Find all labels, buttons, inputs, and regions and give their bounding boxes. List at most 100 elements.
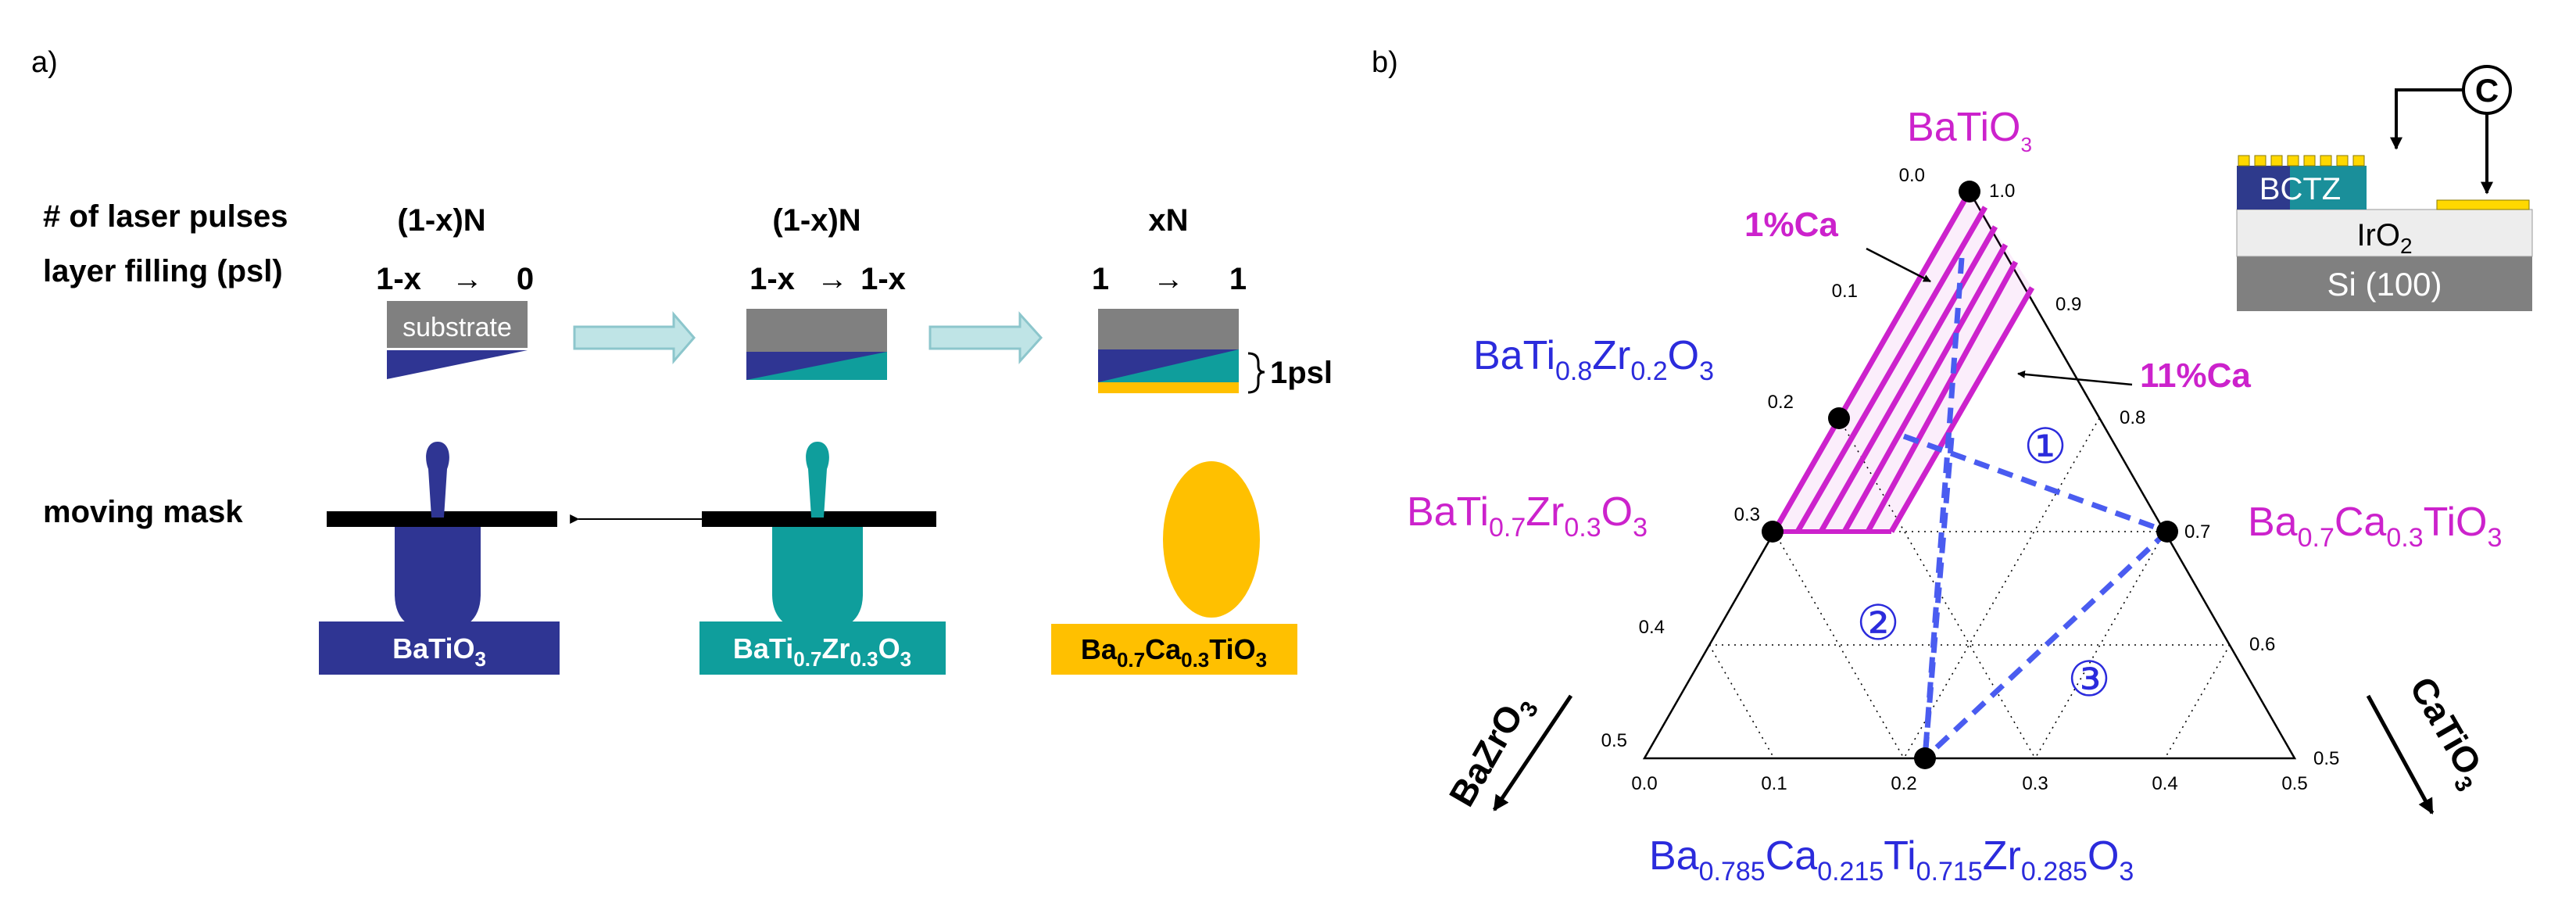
bottom-axis-ticks: 0.0 0.1 0.2 0.3 0.4 0.5: [1631, 773, 2307, 794]
left-axis-ticks: 0.0 0.1 0.2 0.3 0.4 0.5: [1601, 165, 1925, 751]
electrode: [2352, 155, 2365, 167]
pointer-1pct-ca: [1866, 247, 1931, 283]
electrode: [2238, 155, 2250, 167]
panel-a: a) # of laser pulses layer filling (psl)…: [31, 46, 1333, 675]
process-arrow-1: [573, 310, 696, 365]
target-batio3: [319, 621, 560, 675]
tick-right-4: 0.6: [2249, 634, 2275, 655]
target-batio3-label: BaTiO3: [392, 632, 486, 671]
electrode: [2336, 155, 2349, 167]
tick-right-3: 0.7: [2184, 521, 2210, 543]
teal-wedge-2: [746, 352, 887, 380]
tick-left-2: 0.2: [1768, 392, 1794, 413]
pointer-11pct-ca: [2017, 370, 2133, 386]
label-btz03: BaTi0.7Zr0.3O3: [1407, 489, 1648, 543]
region-label-2: ②: [1856, 596, 1900, 650]
tick-left-3: 0.3: [1734, 504, 1760, 525]
step-3: xN 1 → 1 1psl: [1092, 203, 1333, 394]
panel-b-label: b): [1372, 46, 1398, 79]
layer-filling-row-label: layer filling (psl): [43, 254, 283, 288]
point-batio3: [1959, 181, 1980, 202]
tick-left-0: 0.0: [1899, 165, 1925, 186]
step-1: (1-x)N 1-x → 0 substrate: [376, 203, 534, 379]
point-bczt: [1914, 747, 1936, 769]
step-3-arrow: →: [1153, 262, 1184, 296]
hatch-line: [1865, 260, 2019, 533]
point-bct: [2156, 521, 2178, 543]
laser-pulses-row-label: # of laser pulses: [43, 199, 288, 234]
step-1-arrow: →: [452, 262, 483, 296]
process-arrow-2: [928, 311, 1043, 364]
target-bacatio3-label: Ba0.7Ca0.3TiO3: [1081, 633, 1267, 672]
mask-bar-1: [327, 511, 557, 527]
electrode: [2287, 155, 2299, 167]
capacitance-meter-label: C: [2475, 72, 2499, 109]
tick-bottom-0: 0.0: [1631, 773, 1657, 794]
si-layer: [2237, 256, 2532, 311]
tick-left-1: 0.1: [1832, 281, 1858, 302]
plume-neck-1: [426, 442, 449, 518]
top-electrodes: [2238, 155, 2365, 167]
tick-bottom-3: 0.3: [2022, 773, 2048, 794]
axis-label-bazro3: BaZrO3: [1441, 686, 1544, 817]
grid-line: [1708, 644, 1775, 759]
target-bacatio3: [1051, 624, 1297, 675]
tick-left-5: 0.5: [1601, 730, 1627, 751]
point-btz03: [1762, 521, 1784, 543]
plume-neck-2: [806, 442, 829, 518]
hatch-line: [1794, 206, 1988, 533]
tick-bottom-4: 0.4: [2152, 773, 2177, 794]
dashed-line-left: [1922, 437, 1955, 759]
label-bczt: Ba0.785Ca0.215Ti0.715Zr0.285O3: [1649, 833, 2134, 887]
label-btz02: BaTi0.8Zr0.2O3: [1473, 333, 1714, 386]
dashed-line-vertical: [1922, 257, 1965, 759]
step-1-fill-to: 0: [517, 262, 534, 296]
step-1-pulses: (1-x)N: [397, 203, 485, 238]
label-1pct-ca: 1%Ca: [1744, 206, 1838, 244]
step-2-pulses: (1-x)N: [772, 203, 860, 238]
gold-layer-3: [1098, 382, 1239, 393]
step-1-fill-from: 1-x: [376, 262, 421, 296]
bottom-electrode-contact: [2436, 199, 2530, 210]
iro2-layer: [2236, 209, 2533, 257]
label-batio3: BaTiO3: [1907, 105, 2032, 156]
device-inset: Si (100) IrO2 BCTZ C: [2236, 65, 2533, 311]
plasma-plume-1: [395, 527, 481, 632]
mask-bar-2: [702, 511, 936, 527]
point-btz02: [1828, 407, 1850, 429]
label-bct: Ba0.7Ca0.3TiO3: [2248, 500, 2502, 553]
hatched-region: [1771, 190, 2035, 534]
step-2-fill-to: 1-x: [860, 262, 906, 296]
hatch-line: [1771, 190, 1973, 533]
bctz-gradient-part: [2290, 166, 2367, 210]
dashed-paths: [1902, 257, 2170, 761]
tick-right-5: 0.5: [2313, 748, 2339, 769]
substrate-label: substrate: [402, 313, 512, 342]
substrate-block-1: [387, 301, 528, 348]
step-2: (1-x)N 1-x → 1-x: [746, 203, 906, 380]
psl-brace: [1247, 352, 1265, 394]
hatch-lines: [1771, 190, 2035, 533]
psl-label: 1psl: [1270, 356, 1333, 390]
tick-right-2: 0.8: [2120, 407, 2145, 428]
plasma-plume-2: [772, 527, 863, 632]
arrow-bazro3: [1492, 694, 1573, 811]
label-11pct-ca: 11%Ca: [2140, 356, 2251, 395]
teal-wedge-3: [1098, 349, 1239, 382]
substrate-block-3: [1098, 309, 1239, 349]
region-label-3: ③: [2067, 653, 2111, 707]
panel-a-label: a): [31, 46, 58, 79]
arrow-catio3: [2366, 694, 2435, 815]
moving-mask-row-label: moving mask: [43, 495, 243, 529]
region-label-1: ①: [2023, 420, 2067, 474]
panel-b: b): [1372, 46, 2533, 887]
tick-right-1: 0.9: [2055, 294, 2081, 315]
step-3-fill-from: 1: [1092, 262, 1109, 296]
dashed-line-to-bct: [1902, 433, 2169, 535]
target-bazr-tio3-label: BaTi0.7Zr0.3O3: [733, 632, 911, 671]
substrate-block-2: [746, 309, 887, 352]
step-3-fill-to: 1: [1229, 262, 1247, 296]
electrode: [2303, 155, 2316, 167]
electrode: [2320, 155, 2332, 167]
